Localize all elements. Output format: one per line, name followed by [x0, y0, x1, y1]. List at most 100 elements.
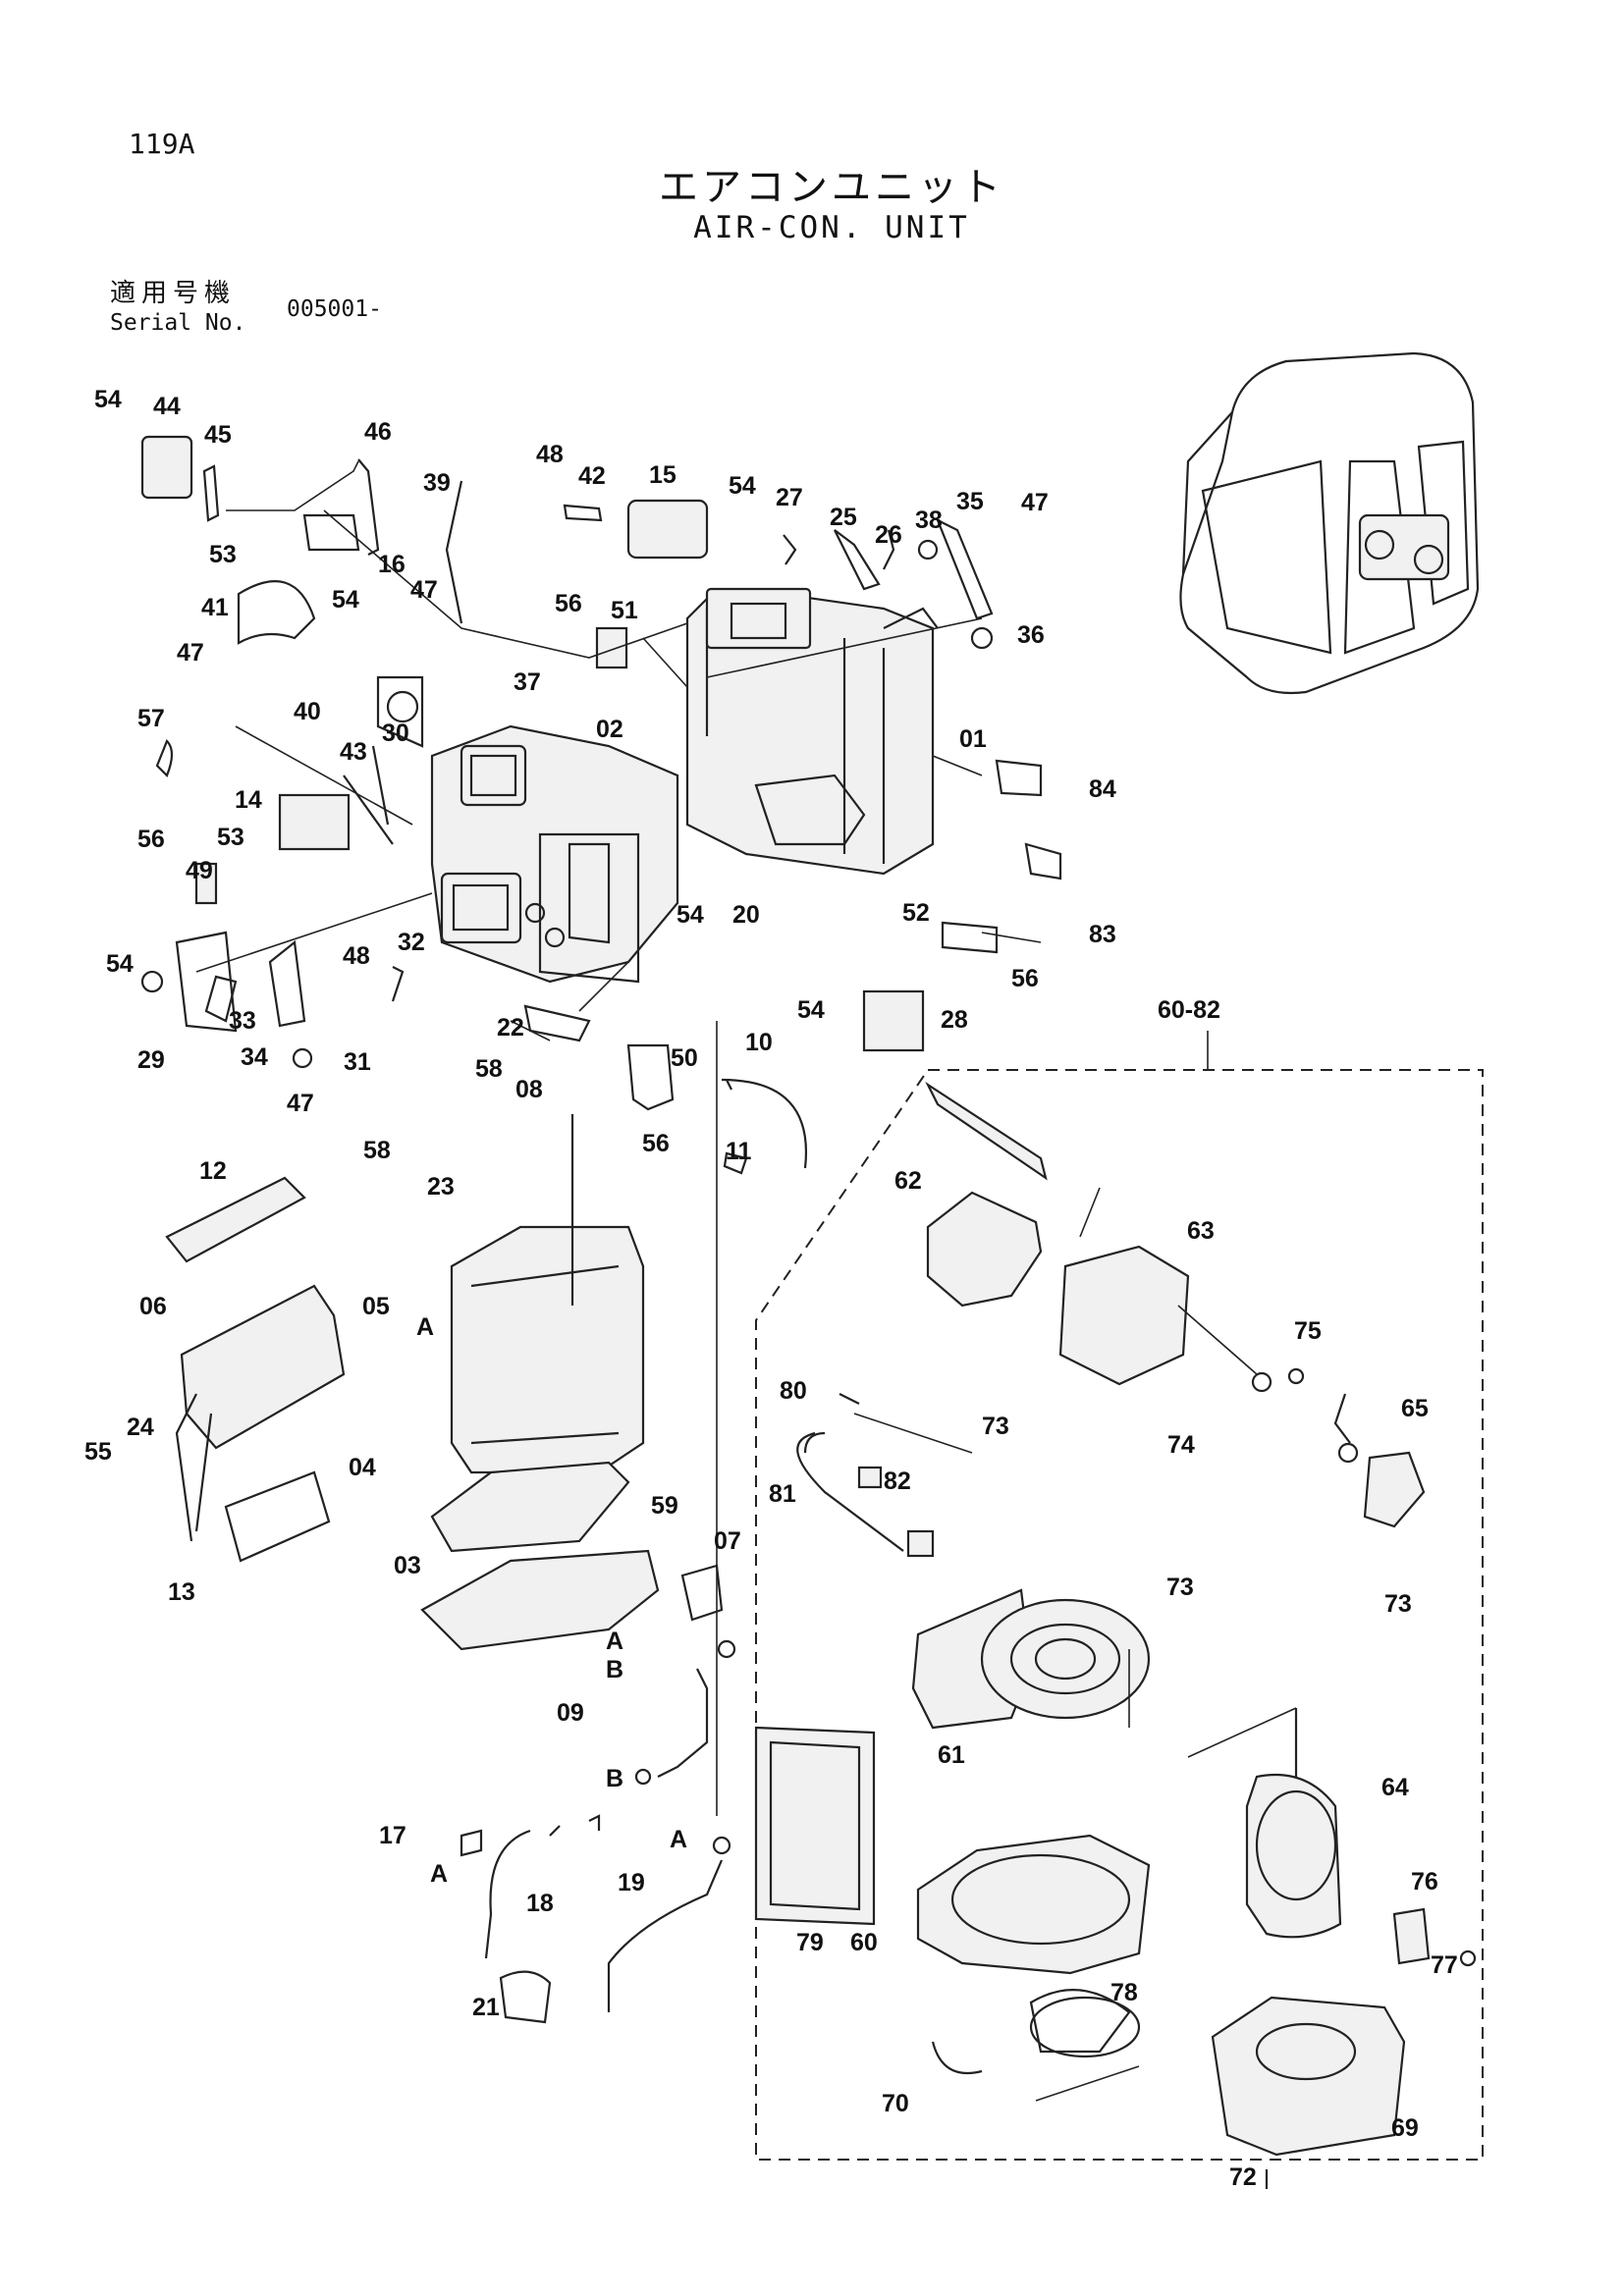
- callout-47c: 47: [177, 639, 204, 667]
- callout-58b: 58: [363, 1137, 391, 1164]
- callout-83: 83: [1089, 921, 1116, 948]
- callout-09: 09: [557, 1699, 584, 1727]
- callout-47: 47: [1021, 489, 1049, 516]
- callout-49: 49: [186, 857, 213, 884]
- serial-label-japanese: 適用号機: [110, 279, 237, 308]
- callout-54: 54: [94, 386, 122, 413]
- callout-10: 10: [745, 1029, 773, 1056]
- callout-32: 32: [398, 929, 425, 956]
- callout-54f: 54: [797, 996, 825, 1024]
- callout-73b: 73: [1384, 1590, 1412, 1618]
- connector-a-19: A: [670, 1826, 687, 1853]
- callout-65: 65: [1401, 1395, 1429, 1422]
- callout-63: 63: [1187, 1217, 1215, 1245]
- callout-38: 38: [915, 507, 943, 534]
- callout-24: 24: [127, 1414, 154, 1441]
- callout-82: 82: [884, 1468, 911, 1495]
- callout-54b: 54: [729, 472, 756, 500]
- callout-73: 73: [982, 1413, 1009, 1440]
- callout-13: 13: [168, 1578, 195, 1606]
- callout-18: 18: [526, 1890, 554, 1917]
- callout-42: 42: [578, 462, 606, 490]
- callout-17: 17: [379, 1822, 406, 1849]
- callout-53b: 53: [217, 824, 244, 851]
- callout-08: 08: [515, 1076, 543, 1103]
- blower-group-boundary: [755, 1069, 1484, 2161]
- callout-labels: 54 44 45 46 53 16 39 48 42 15 54 27 25 2…: [84, 386, 1458, 2191]
- callout-39: 39: [423, 469, 451, 497]
- callout-58: 58: [475, 1055, 503, 1083]
- callout-61: 61: [938, 1741, 965, 1769]
- callout-51: 51: [611, 597, 638, 624]
- callout-54d: 54: [677, 901, 704, 929]
- callout-54c: 54: [332, 586, 359, 614]
- callout-57: 57: [137, 705, 165, 732]
- callout-23: 23: [427, 1173, 455, 1201]
- callout-78: 78: [1110, 1979, 1138, 2006]
- upper-small-parts: [140, 435, 1062, 1175]
- connector-b-09b: B: [606, 1765, 623, 1792]
- callout-47d: 47: [287, 1090, 314, 1117]
- callout-26: 26: [875, 521, 902, 549]
- callout-77: 77: [1431, 1951, 1458, 1979]
- callout-06: 06: [139, 1293, 167, 1320]
- callout-62: 62: [894, 1167, 922, 1195]
- callout-07: 07: [714, 1527, 741, 1555]
- callout-11: 11: [726, 1138, 752, 1165]
- callout-53: 53: [209, 541, 237, 568]
- callout-69: 69: [1391, 2114, 1419, 2142]
- callout-15: 15: [649, 461, 677, 489]
- main-case-01: [685, 587, 939, 876]
- leader-lines: [195, 460, 1297, 2102]
- callout-01: 01: [959, 725, 987, 753]
- callout-20: 20: [732, 901, 760, 929]
- callout-29: 29: [137, 1046, 165, 1074]
- callout-79: 79: [796, 1929, 824, 1956]
- callout-54e: 54: [106, 950, 134, 978]
- callout-60-82: 60-82: [1158, 996, 1220, 1024]
- callout-36: 36: [1017, 621, 1045, 649]
- callout-75: 75: [1294, 1317, 1322, 1345]
- callout-74: 74: [1167, 1431, 1195, 1459]
- callout-84: 84: [1089, 775, 1116, 803]
- callout-12: 12: [199, 1157, 227, 1185]
- title-english: AIR-CON. UNIT: [693, 210, 970, 245]
- callout-55: 55: [84, 1438, 112, 1466]
- callout-72: 72: [1229, 2163, 1257, 2191]
- serial-number-value: 005001-: [287, 296, 382, 322]
- page-number: 119A: [129, 128, 195, 160]
- callout-27: 27: [776, 484, 803, 511]
- connector-a-09: A: [606, 1628, 623, 1655]
- callout-44: 44: [153, 393, 181, 420]
- callout-41: 41: [201, 594, 229, 621]
- callout-35: 35: [956, 488, 984, 515]
- callout-59: 59: [651, 1492, 678, 1520]
- case-02: [430, 724, 679, 984]
- callout-50: 50: [671, 1044, 698, 1072]
- callout-40: 40: [294, 698, 321, 725]
- callout-31: 31: [344, 1048, 371, 1076]
- callout-56b: 56: [137, 826, 165, 853]
- callout-48b: 48: [343, 942, 370, 970]
- blower-group-parts: [754, 1081, 1477, 2189]
- callout-46: 46: [364, 418, 392, 446]
- callout-28: 28: [941, 1006, 968, 1034]
- callout-73c: 73: [1166, 1574, 1194, 1601]
- cab-locator-illustration: [1179, 351, 1480, 695]
- callout-47b: 47: [410, 576, 438, 604]
- callout-34: 34: [241, 1043, 268, 1071]
- callout-22: 22: [497, 1014, 524, 1041]
- callout-70: 70: [882, 2090, 909, 2117]
- callout-03: 03: [394, 1552, 421, 1579]
- callout-48: 48: [536, 441, 564, 468]
- connector-a-05: A: [416, 1313, 434, 1341]
- callout-56: 56: [555, 590, 582, 617]
- callout-56c: 56: [1011, 965, 1039, 992]
- callout-16: 16: [378, 551, 406, 578]
- callout-04: 04: [349, 1454, 376, 1481]
- callout-19: 19: [618, 1869, 645, 1896]
- callout-21: 21: [472, 1994, 500, 2021]
- callout-56d: 56: [642, 1130, 670, 1157]
- callout-80: 80: [780, 1377, 807, 1405]
